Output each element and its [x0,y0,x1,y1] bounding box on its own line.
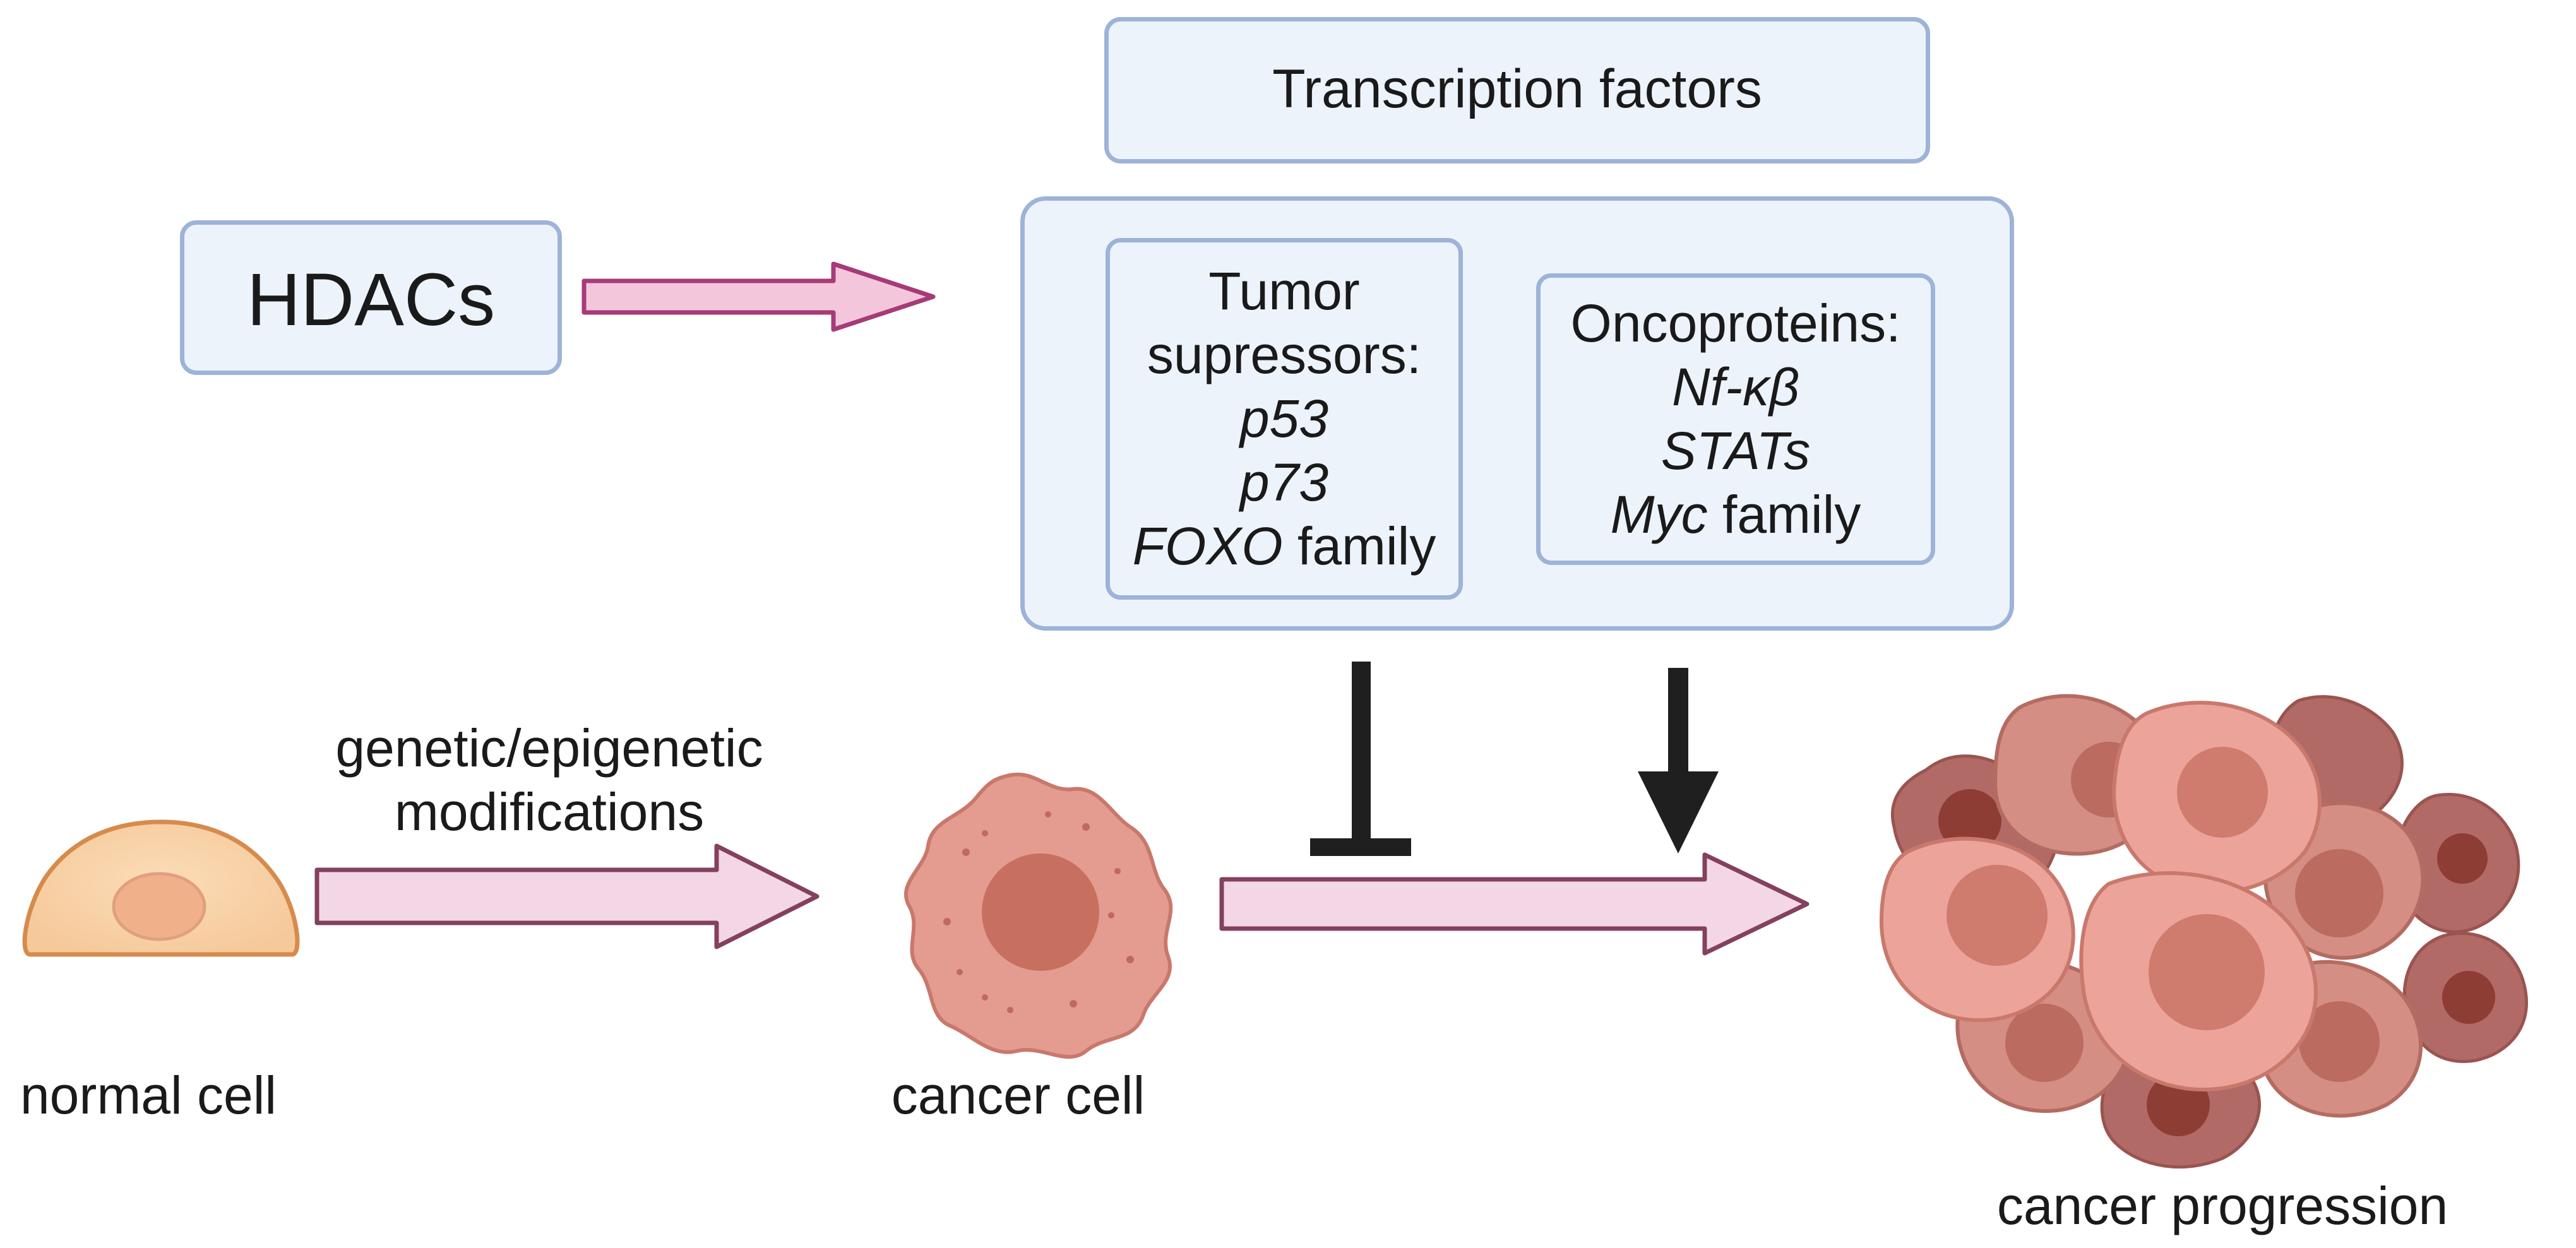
gene-p53: p53 [1239,389,1329,448]
tumor-suppressors-heading-2: supressors: [1147,325,1422,384]
oncoproteins-box [1536,273,1935,565]
transcription-factors-box [1104,17,1930,163]
modification-arrow [314,843,820,949]
gene-stats: STATs [1661,421,1811,480]
modification-label-line1: genetic/epigenetic [335,718,763,778]
normal-cell-graphic [22,819,300,957]
gene-p73: p73 [1239,453,1329,512]
cancer-progression-label: cancer progression [1996,1176,2448,1235]
cancer-cell-label: cancer cell [891,1066,1145,1125]
tumor-suppressors-box [1106,238,1463,600]
gene-nfkb: Nf-κβ [1672,357,1799,417]
tumor-cluster-graphic [1879,694,2528,1169]
tumor-suppressors-text: Tumor supressors: p53 p73 FOXO family [1106,244,1463,593]
transcription-factors-label: Transcription factors [1272,59,1762,119]
normal-cell-label: normal cell [20,1066,277,1125]
cancer-cell-graphic [903,772,1173,1059]
tumor-cell-mid [1955,694,2425,1118]
myc-family: Myc family [1611,483,1861,547]
foxo-family: FOXO family [1133,514,1436,578]
myc-family-suffix: family [1707,485,1861,544]
tumor-cell-front [1879,701,2322,1091]
hdacs-box [180,220,562,375]
gene-myc: Myc [1610,485,1708,544]
hdac-arrow [581,261,936,332]
oncoproteins-text: Oncoproteins: Nf-κβ STATs Myc family [1536,278,1935,561]
progression-arrow [1219,852,1810,956]
modification-label-line2: modifications [394,782,705,841]
tumor-suppressors-heading-1: Tumor [1208,261,1360,321]
hdacs-label: HDACs [246,258,496,342]
promotion-arrow [1638,668,1719,853]
foxo-family-suffix: family [1282,516,1436,576]
inhibition-symbol [1310,662,1411,856]
gene-foxo: FOXO [1132,516,1283,576]
oncoproteins-heading: Oncoproteins: [1570,294,1901,353]
